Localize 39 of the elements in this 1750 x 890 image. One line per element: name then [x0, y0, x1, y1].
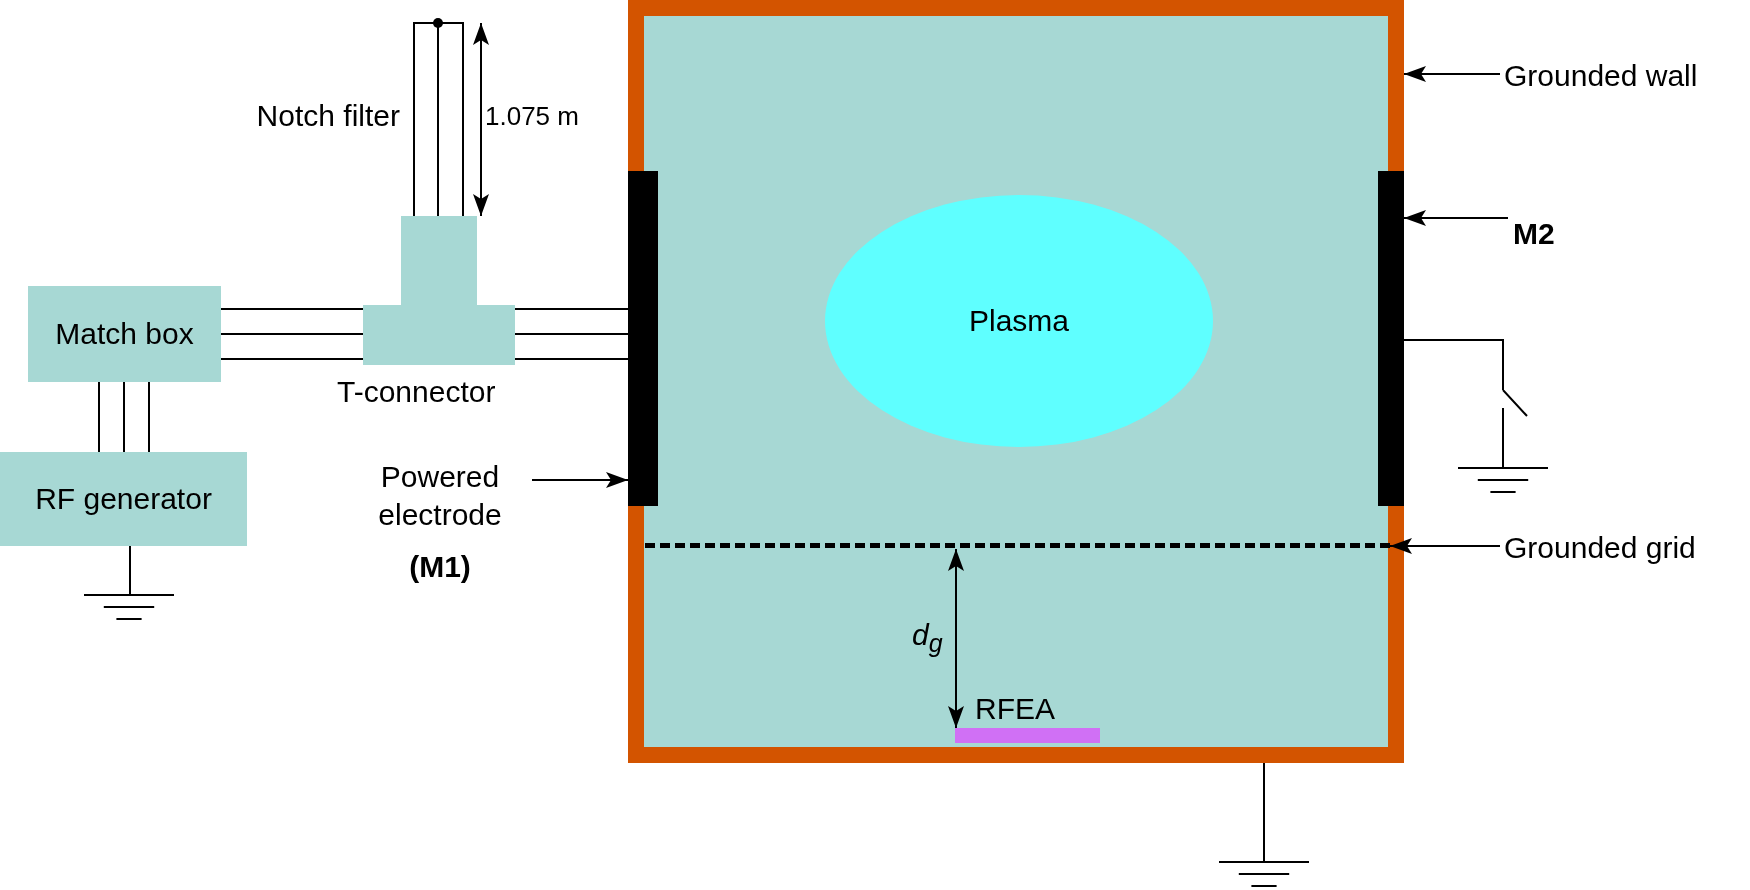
leader-arrow — [1403, 210, 1509, 226]
callout-text: (M1) — [409, 549, 471, 585]
leader-arrow — [1403, 66, 1501, 82]
chamber-wall — [628, 0, 1404, 763]
component-box — [0, 452, 247, 546]
cable-wire — [514, 308, 629, 310]
callout-text: M2 — [1513, 216, 1555, 252]
component-box — [28, 286, 221, 382]
ground-wire — [129, 545, 131, 595]
callout-text: Grounded wall — [1504, 58, 1698, 94]
leader-arrow — [1389, 538, 1501, 554]
electrode-bar — [628, 171, 658, 506]
cable-wire — [220, 308, 364, 310]
node-label: Match box — [55, 316, 194, 352]
ground-wire — [1263, 762, 1265, 862]
cable-wire — [148, 381, 150, 453]
sensor-label: RFEA — [975, 691, 1055, 727]
text-label: Notch filter — [256, 99, 400, 133]
distance-arrow — [948, 548, 964, 729]
component-caption: T-connector — [337, 375, 496, 409]
callout-text: Grounded grid — [1504, 530, 1696, 566]
callout-text: Powered electrode — [377, 459, 503, 533]
cable-wire — [123, 381, 125, 453]
node-label: RF generator — [35, 481, 212, 517]
ground-wire — [1403, 339, 1504, 391]
ground-symbol-icon — [1219, 861, 1309, 889]
cable-wire — [514, 358, 629, 360]
cable-wire — [514, 333, 629, 335]
cable-wire — [220, 333, 364, 335]
text-label: 1.075 m — [485, 100, 579, 133]
cable-wire — [220, 358, 364, 360]
edge-label: d$_{g}$ — [912, 618, 943, 659]
electrode-bar — [1378, 171, 1404, 506]
t-connector-shape — [363, 216, 515, 365]
node-label: Plasma — [968, 303, 1069, 339]
cable-wire — [98, 381, 100, 453]
ground-wire — [1502, 421, 1504, 468]
leader-arrow — [531, 472, 629, 488]
grid-line — [645, 543, 1390, 549]
